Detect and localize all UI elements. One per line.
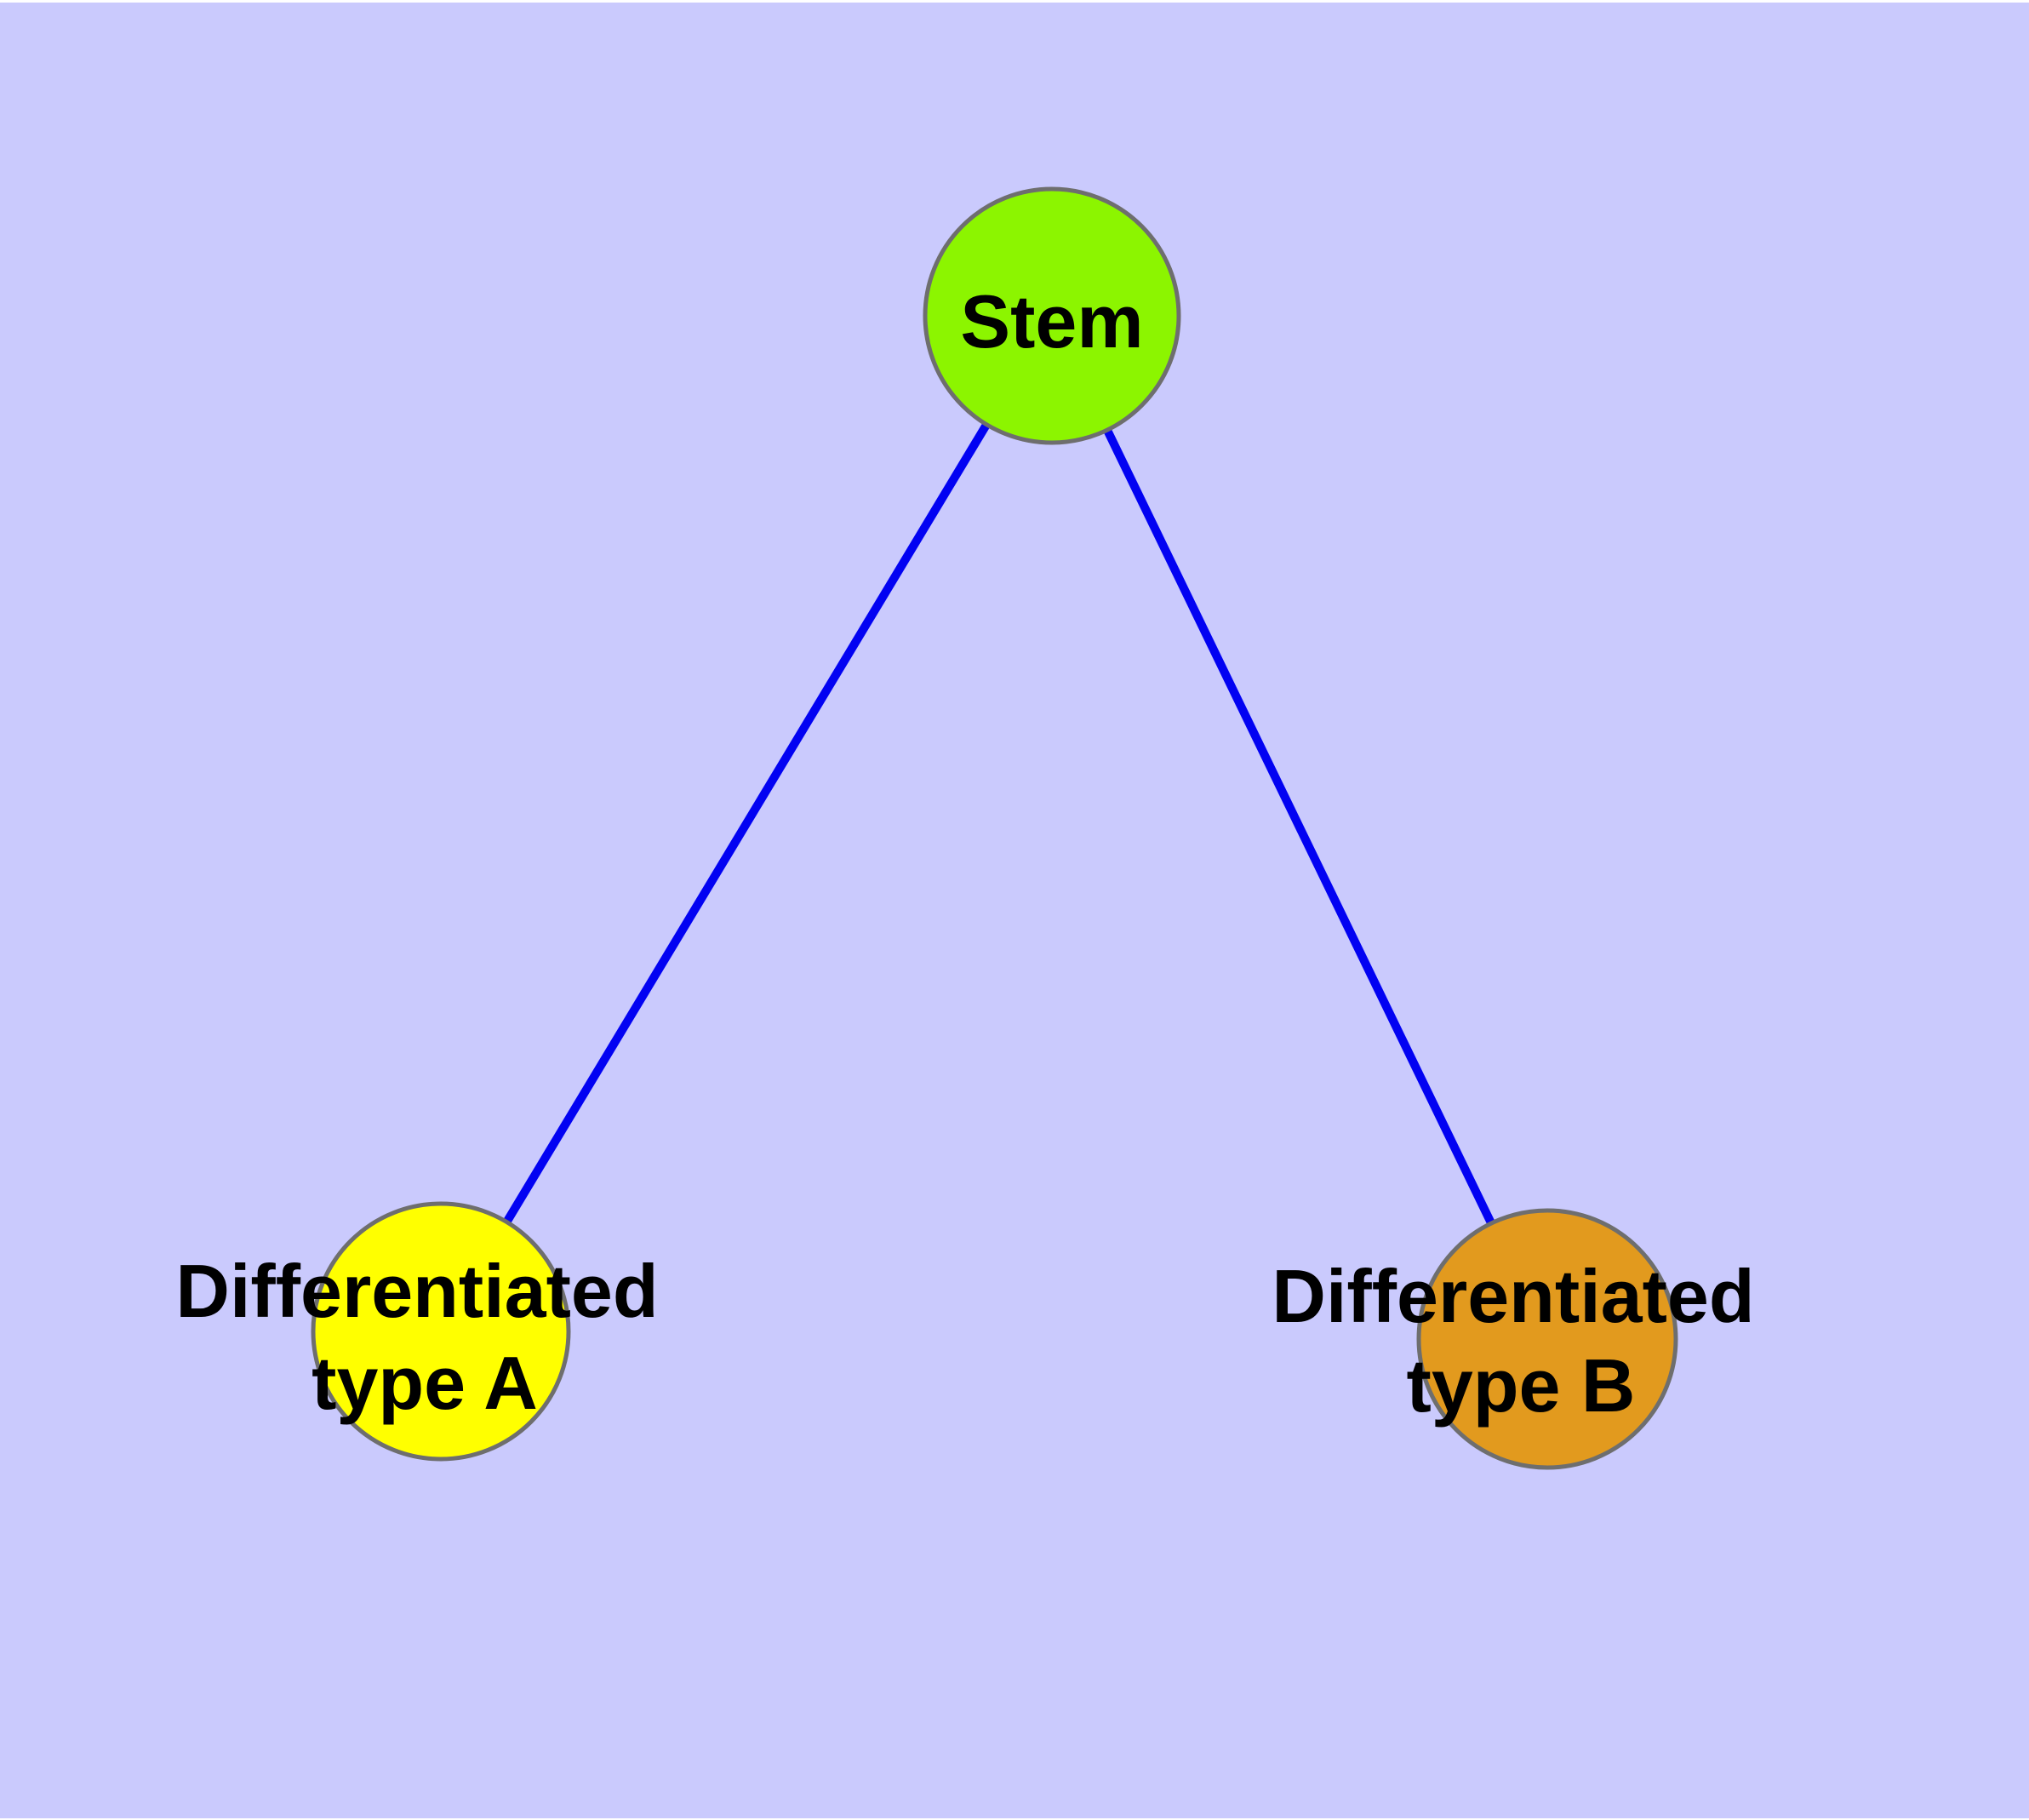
node-stem-label: Stem bbox=[960, 279, 1143, 363]
node-type-b-label-line1: Differentiated bbox=[1272, 1254, 1754, 1338]
node-differentiated-type-a: Differentiated type A bbox=[175, 1201, 659, 1462]
edges bbox=[437, 313, 1552, 1342]
node-type-a-label-line2: type A bbox=[311, 1341, 538, 1425]
node-type-b-label-line2: type B bbox=[1407, 1343, 1636, 1428]
node-type-a-circle bbox=[311, 1201, 571, 1462]
node-stem: Stem bbox=[923, 186, 1181, 445]
node-differentiated-type-b: Differentiated type B bbox=[1272, 1208, 1755, 1470]
edge-stem-to-type-a bbox=[437, 313, 1056, 1334]
node-stem-circle bbox=[923, 186, 1181, 445]
node-type-b-circle bbox=[1416, 1208, 1678, 1470]
edge-stem-to-type-b bbox=[1048, 313, 1552, 1342]
node-type-a-label-line1: Differentiated bbox=[175, 1249, 658, 1333]
